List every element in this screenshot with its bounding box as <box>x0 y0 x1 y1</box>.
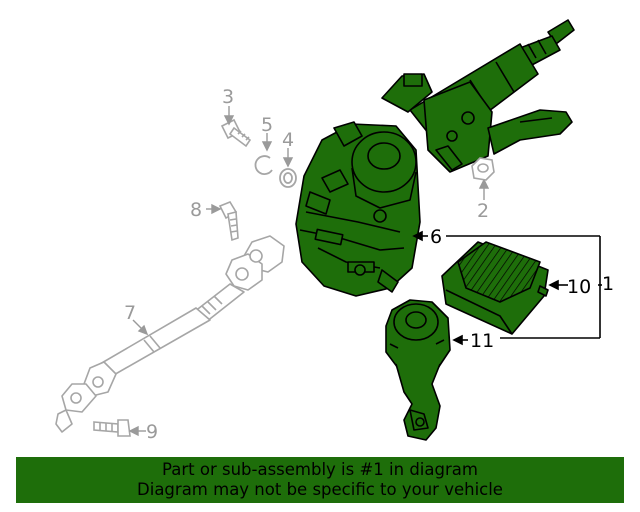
banner-line-2: Diagram may not be specific to your vehi… <box>137 480 503 499</box>
intermediate-shaft <box>55 235 285 433</box>
callout-1: 1 <box>602 273 614 295</box>
black-leaders <box>412 230 602 346</box>
callout-11: 11 <box>470 330 494 352</box>
banner-line-1: Part or sub-assembly is #1 in diagram <box>162 460 478 479</box>
callout-3: 3 <box>222 86 234 108</box>
steering-column-assembly <box>295 19 575 297</box>
washer-4 <box>279 168 297 188</box>
bolt-3 <box>220 118 252 148</box>
callout-5: 5 <box>261 114 273 136</box>
bolt-9 <box>93 419 131 437</box>
grey-leaders <box>128 106 490 437</box>
info-banner: Part or sub-assembly is #1 in diagram Di… <box>16 457 624 503</box>
callout-9: 9 <box>146 421 158 443</box>
clip-5 <box>254 155 273 175</box>
nut-2 <box>471 157 495 181</box>
callout-2: 2 <box>477 200 489 222</box>
control-module-10 <box>441 241 549 335</box>
callout-4: 4 <box>282 129 294 151</box>
callout-8: 8 <box>190 199 202 221</box>
motor-11 <box>385 299 451 441</box>
callout-10: 10 <box>567 276 591 298</box>
callout-7: 7 <box>124 302 136 324</box>
bolt-8 <box>218 201 239 242</box>
callout-6: 6 <box>430 226 442 248</box>
